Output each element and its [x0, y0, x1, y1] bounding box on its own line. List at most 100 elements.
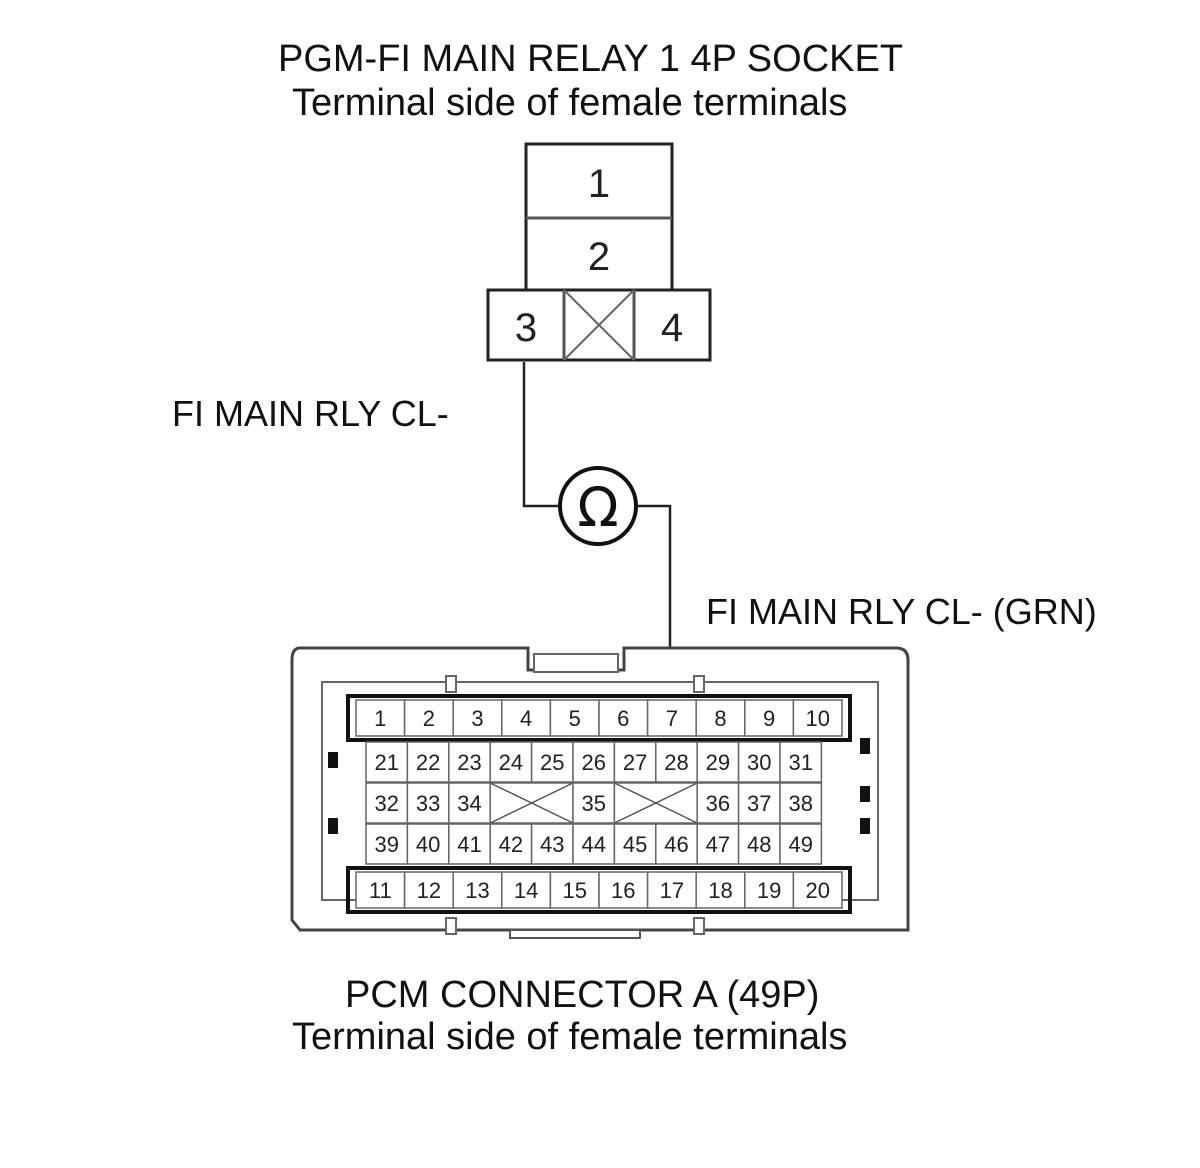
pcm-pin-3: 3: [471, 706, 483, 731]
pcm-pin-1: 1: [374, 706, 386, 731]
pcm-pin-cell: [489, 741, 533, 783]
pcm-pin-32: 32: [374, 791, 398, 816]
pcm-pin-cell: [696, 782, 740, 824]
pcm-top-latch: [445, 675, 457, 693]
pcm-pin-cell: [549, 871, 600, 909]
pcm-pin-cell: [452, 871, 503, 909]
pcm-pin-45: 45: [623, 832, 647, 857]
pcm-pin-cell: [744, 699, 795, 737]
pcm-pin-cell: [646, 871, 697, 909]
pcm-pin-cell: [695, 699, 746, 737]
pcm-pin-cell: [365, 823, 409, 865]
pcm-pin-12: 12: [417, 878, 441, 903]
pcm-pin-46: 46: [664, 832, 688, 857]
pcm-lock-tab: [533, 653, 619, 673]
pcm-pin-9: 9: [763, 706, 775, 731]
pcm-pin-cell: [448, 782, 491, 824]
pcm-pin-30: 30: [747, 750, 771, 775]
pcm-pin-39: 39: [374, 832, 398, 857]
pcm-pin-14: 14: [514, 878, 538, 903]
pcm-pin-cell: [695, 871, 746, 909]
pcm-pin-cell: [501, 699, 552, 737]
pcm-pin-2: 2: [423, 706, 435, 731]
pcm-pin-38: 38: [788, 791, 812, 816]
pcm-pin-cell: [452, 699, 503, 737]
pcm-pin-cell: [489, 823, 533, 865]
pcm-pin-cell: [792, 871, 843, 909]
pcm-pin-24: 24: [499, 750, 523, 775]
pcm-pin-cell: [646, 699, 697, 737]
relay-wire-label: FI MAIN RLY CL-: [172, 393, 449, 434]
pcm-pin-4: 4: [520, 706, 532, 731]
pcm-pin-cell: [572, 782, 616, 824]
pcm-pin-20: 20: [805, 878, 829, 903]
pcm-connector-title: PCM CONNECTOR A (49P): [345, 974, 820, 1016]
pcm-pin-27: 27: [623, 750, 647, 775]
test-wiring: [522, 362, 672, 704]
pcm-pin-35: 35: [581, 791, 605, 816]
ohmmeter-symbol: Ω: [577, 476, 618, 539]
relay-empty-cavity-mark: [563, 289, 635, 361]
pcm-pin-cell: [737, 823, 781, 865]
pcm-pin-13: 13: [465, 878, 489, 903]
pcm-empty-cavity-mark: [614, 782, 698, 824]
pcm-pin-7: 7: [666, 706, 678, 731]
pcm-pin-row-frame: [346, 694, 852, 742]
pcm-pin-cell: [598, 699, 649, 737]
pcm-pin-36: 36: [706, 791, 730, 816]
pcm-pin-8: 8: [714, 706, 726, 731]
pcm-side-key: [328, 818, 338, 834]
pcm-pin-26: 26: [581, 750, 605, 775]
pcm-pin-cell: [779, 782, 823, 824]
pcm-side-keys: [328, 738, 870, 834]
pcm-pin-cell: [406, 823, 450, 865]
pcm-pin-17: 17: [660, 878, 684, 903]
pcm-pin-22: 22: [416, 750, 440, 775]
pcm-pin-cell: [779, 741, 823, 783]
pcm-pin-49: 49: [788, 832, 812, 857]
relay-socket: [486, 142, 712, 362]
pcm-pin-41: 41: [457, 832, 481, 857]
pcm-side-key: [860, 786, 870, 802]
wire-meter-to-pcm: [636, 504, 672, 704]
pcm-pin-28: 28: [664, 750, 688, 775]
pcm-pin-cell: [406, 782, 450, 824]
relay-terminal-1: 1: [588, 162, 610, 206]
pcm-pin-44: 44: [581, 832, 605, 857]
pcm-pin-cell: [613, 823, 657, 865]
pcm-pin-cell: [655, 741, 698, 783]
pcm-pin-cell: [737, 782, 781, 824]
pcm-pin-25: 25: [540, 750, 564, 775]
pcm-pin-18: 18: [708, 878, 732, 903]
relay-socket-title: PGM-FI MAIN RELAY 1 4P SOCKET: [278, 38, 904, 80]
pcm-pin-6: 6: [617, 706, 629, 731]
pcm-pin-33: 33: [416, 791, 440, 816]
pcm-pin-15: 15: [562, 878, 586, 903]
pcm-pin-43: 43: [540, 832, 564, 857]
pcm-pin-19: 19: [757, 878, 781, 903]
pcm-pin-48: 48: [747, 832, 771, 857]
pcm-pin-cell: [792, 699, 843, 737]
pcm-top-latch: [693, 675, 705, 693]
relay-terminal-2: 2: [588, 235, 610, 279]
pcm-pin-21: 21: [374, 750, 398, 775]
pcm-pin-5: 5: [569, 706, 581, 731]
pcm-pin-42: 42: [499, 832, 523, 857]
relay-terminal-3: 3: [515, 306, 537, 350]
pcm-pin-cell: [365, 782, 409, 824]
pcm-pin-23: 23: [457, 750, 481, 775]
pcm-side-key: [860, 818, 870, 834]
pcm-pin-cell: [572, 741, 616, 783]
pcm-pin-40: 40: [416, 832, 440, 857]
pcm-side-key: [328, 752, 338, 768]
pcm-pin-cell: [355, 871, 406, 909]
pcm-pin-cell: [355, 699, 406, 737]
wire-relay-to-meter: [522, 362, 560, 508]
pcm-pin-cell: [403, 871, 454, 909]
pcm-bottom-latch: [693, 917, 705, 935]
pcm-wire-label: FI MAIN RLY CL- (GRN): [706, 591, 1097, 632]
pcm-pin-34: 34: [457, 791, 481, 816]
pcm-pin-37: 37: [747, 791, 771, 816]
pcm-empty-cavity-mark: [489, 782, 574, 824]
ohmmeter-icon: Ω: [558, 466, 638, 546]
